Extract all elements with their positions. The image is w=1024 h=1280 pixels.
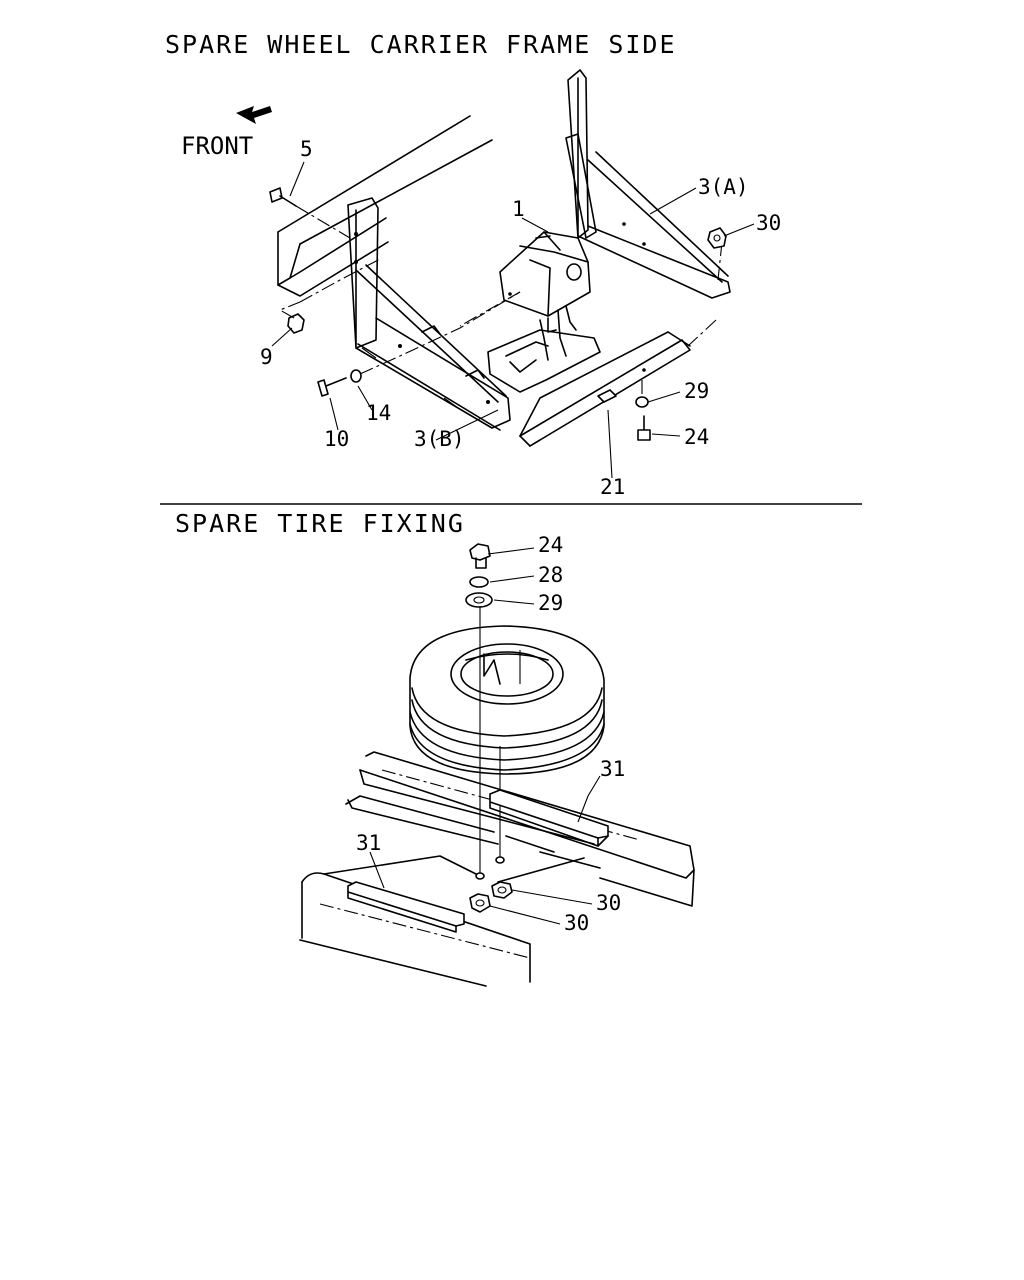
callout-24-bottom: 24: [538, 533, 563, 557]
spring-washer-28: [469, 576, 489, 588]
washer-29-top: [635, 380, 649, 408]
callout-5: 5: [300, 137, 313, 161]
callout-24-top: 24: [684, 425, 709, 449]
leader-lines-top: [271, 161, 755, 479]
block-31-upper: [489, 789, 609, 847]
frame-rail: [277, 115, 493, 297]
front-label: FRONT: [181, 132, 253, 160]
crossmember-21: [519, 319, 717, 447]
section-title-carrier: SPARE WHEEL CARRIER FRAME SIDE: [165, 30, 677, 59]
bolt-10: [317, 291, 521, 397]
callout-30-top: 30: [756, 211, 781, 235]
callout-9: 9: [260, 345, 273, 369]
front-arrow-icon: [236, 106, 272, 124]
washer-29-bottom: [465, 592, 493, 608]
chassis-rail-rear: [345, 751, 695, 907]
callout-31-upper: 31: [600, 757, 625, 781]
nut-30-top: [707, 227, 727, 249]
bolt-5: [269, 187, 351, 239]
spare-tire: [409, 625, 605, 775]
bracket-3a: [565, 69, 731, 299]
block-31-lower: [347, 881, 465, 933]
leader-lines-bottom: [369, 547, 601, 925]
callout-14: 14: [366, 401, 391, 425]
callout-29-top: 29: [684, 379, 709, 403]
bracket-3b: [299, 197, 511, 431]
callout-3b: 3(B): [414, 427, 465, 451]
nut-30-bottom-lower: [469, 893, 491, 913]
callout-3a: 3(A): [698, 175, 749, 199]
callout-30-bottom-upper: 30: [596, 891, 621, 915]
bolt-24-top: [637, 415, 651, 441]
mounting-hole-left: [475, 872, 485, 880]
callout-29-bottom: 29: [538, 591, 563, 615]
nut-30-bottom-upper: [491, 881, 513, 899]
carrier-1: [459, 231, 601, 393]
bolt-24-bottom: [469, 543, 491, 569]
callout-10: 10: [324, 427, 349, 451]
callout-30-bottom-lower: 30: [564, 911, 589, 935]
chassis-rail-front: [299, 835, 601, 987]
section-title-fixing: SPARE TIRE FIXING: [175, 509, 465, 538]
callout-1: 1: [512, 197, 525, 221]
mounting-hole-right: [495, 856, 505, 864]
callout-21: 21: [600, 475, 625, 499]
callout-31-lower: 31: [356, 831, 381, 855]
callout-28: 28: [538, 563, 563, 587]
